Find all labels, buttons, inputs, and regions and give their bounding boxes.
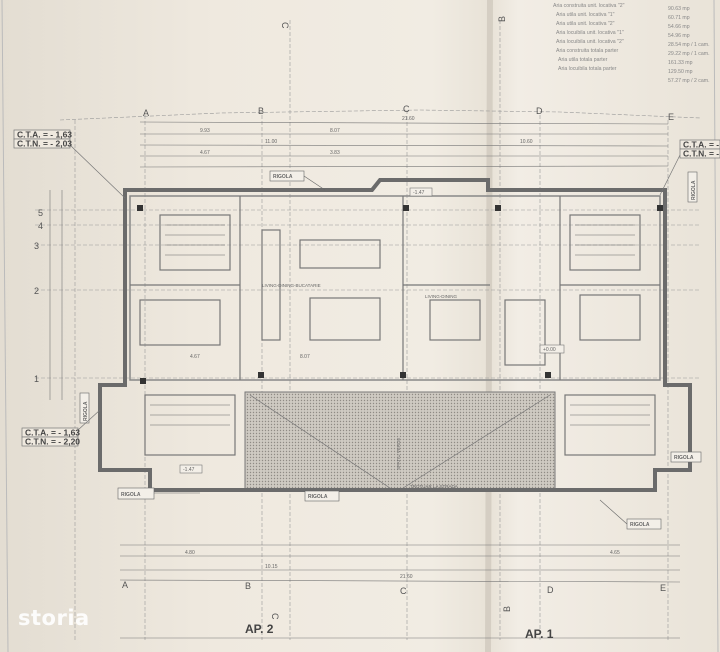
- plan-label: 4.67: [190, 354, 200, 360]
- plan-label: 10.15: [265, 564, 278, 570]
- plan-label: 21.60: [402, 116, 415, 122]
- plan-label: B: [258, 106, 264, 116]
- plan-label: 9.93: [200, 128, 210, 134]
- plan-label: 54.96 mp: [668, 33, 690, 39]
- street-label: TROTUAR LA STRADA: [410, 484, 458, 489]
- plan-label: A: [122, 580, 128, 590]
- plan-label: 1: [34, 374, 39, 384]
- plan-label: RIGOLA: [308, 494, 328, 500]
- storia-watermark-logo: storia: [18, 606, 90, 630]
- plan-label: 5: [38, 208, 43, 218]
- interior-wall: [129, 195, 661, 381]
- dimension-labels: 21.60 9.93 8.07 11.00 10.60 4.67 3.83 10…: [185, 116, 620, 580]
- page-edge: [713, 0, 719, 652]
- plan-label: RIGOLA: [83, 401, 89, 421]
- room-label-living-ap2: LIVING-DINING-BUCATARIE: [262, 283, 321, 288]
- plan-label: 4.80: [185, 550, 195, 556]
- plan-label: RIGOLA: [691, 180, 697, 200]
- dimension-lines: [49, 121, 681, 639]
- plan-label: 8.07: [300, 354, 310, 360]
- plan-label: 129.50 mp: [668, 69, 693, 75]
- plan-label: E: [668, 112, 674, 122]
- courtyard-hatch: [244, 391, 556, 491]
- cta-level-top-left: C.T.A. = - 1,63: [17, 130, 72, 140]
- plan-label: Aria utila unit. locativa "1": [556, 12, 615, 18]
- area-table: Aria construita unit. locativa "2" 90.63 …: [553, 3, 710, 84]
- plan-label: Aria construita unit. locativa "2": [553, 3, 625, 9]
- page-fold: [485, 0, 493, 652]
- plan-label: 10.60: [520, 139, 533, 145]
- page-edge: [1, 0, 9, 652]
- plan-label: 21.60: [400, 574, 413, 580]
- plan-label: E: [660, 583, 666, 593]
- partition-walls: [130, 196, 660, 456]
- plan-label: 4.65: [610, 550, 620, 556]
- plan-label: 29.22 mp / 1 cam.: [668, 51, 710, 57]
- plan-label: 54.66 mp: [668, 24, 690, 30]
- plan-label: Aria locuibila unit. locativa "2": [556, 39, 624, 45]
- plan-label: 90.63 mp: [668, 6, 690, 12]
- plan-label: +0.00: [543, 347, 556, 353]
- plan-label: B: [245, 581, 251, 591]
- ctn-level-top-left: C.T.N. = - 2,03: [17, 139, 72, 149]
- cta-level-bottom-left: C.T.A. = - 1,63: [25, 428, 80, 438]
- plan-label: C: [400, 586, 407, 596]
- plan-label: 4: [38, 221, 43, 231]
- plan-label: 8.07: [330, 128, 340, 134]
- plan-label: 4.67: [200, 150, 210, 156]
- plan-label: Aria locuibila unit. locativa "1": [556, 30, 624, 36]
- plan-label: 60.71 mp: [668, 15, 690, 21]
- plan-label: D: [536, 106, 543, 116]
- plan-label: C: [403, 104, 410, 114]
- ctn-level-top-right: C.T.N. = - 1,: [683, 149, 720, 159]
- courtyard-diagonals: [249, 394, 551, 491]
- plan-label: 57.27 mp / 2 cam.: [668, 78, 710, 84]
- courtyard-label: SPATIU VERDE: [396, 438, 401, 470]
- plan-label: 2: [34, 286, 39, 296]
- exterior-wall: [98, 178, 692, 492]
- cta-level-top-right: C.T.A. = - 1,: [683, 140, 720, 150]
- plan-label: RIGOLA: [273, 174, 293, 180]
- plan-label: C: [270, 613, 280, 620]
- plan-label: RIGOLA: [121, 492, 141, 498]
- plan-label: 161.33 mp: [668, 60, 693, 66]
- level-marks: [179, 187, 565, 474]
- plan-label: Aria locuibila totala parter: [558, 66, 617, 72]
- plan-label: 11.00: [265, 139, 277, 145]
- plan-label: B: [502, 606, 512, 612]
- plan-label: D: [547, 585, 554, 595]
- plan-label: A: [143, 108, 149, 118]
- plan-label: 3.83: [330, 150, 340, 156]
- plan-label: RIGOLA: [674, 455, 694, 461]
- plan-label: -1.47: [413, 190, 425, 196]
- plan-label: Aria utila unit. locativa "2": [556, 21, 615, 27]
- room-label-living-ap1: LIVING-DINING: [425, 294, 458, 299]
- axis-labels: A B C D E A B C D E 1 2 3 4 5 C C B B: [34, 16, 674, 620]
- grid-lines: [35, 20, 701, 640]
- plan-label: B: [497, 16, 507, 22]
- rigola-labels: [79, 170, 702, 530]
- plan-label: 3: [34, 241, 39, 251]
- ctn-level-bottom-left: C.T.N. = - 2,20: [25, 437, 80, 447]
- apartment-1-label: AP. 1: [525, 627, 554, 641]
- plan-label: -1.47: [183, 467, 195, 473]
- plan-label: C: [280, 22, 290, 29]
- plan-label: Aria construita totala parter: [556, 48, 619, 54]
- plan-label: Aria utila totala parter: [558, 57, 608, 63]
- plan-label: RIGOLA: [630, 522, 650, 528]
- stairs: [150, 224, 650, 426]
- columns: [137, 205, 663, 384]
- plan-label: 28.54 mp / 1 cam.: [668, 42, 710, 48]
- level-callouts: [13, 129, 720, 447]
- apartment-2-label: AP. 2: [245, 622, 274, 636]
